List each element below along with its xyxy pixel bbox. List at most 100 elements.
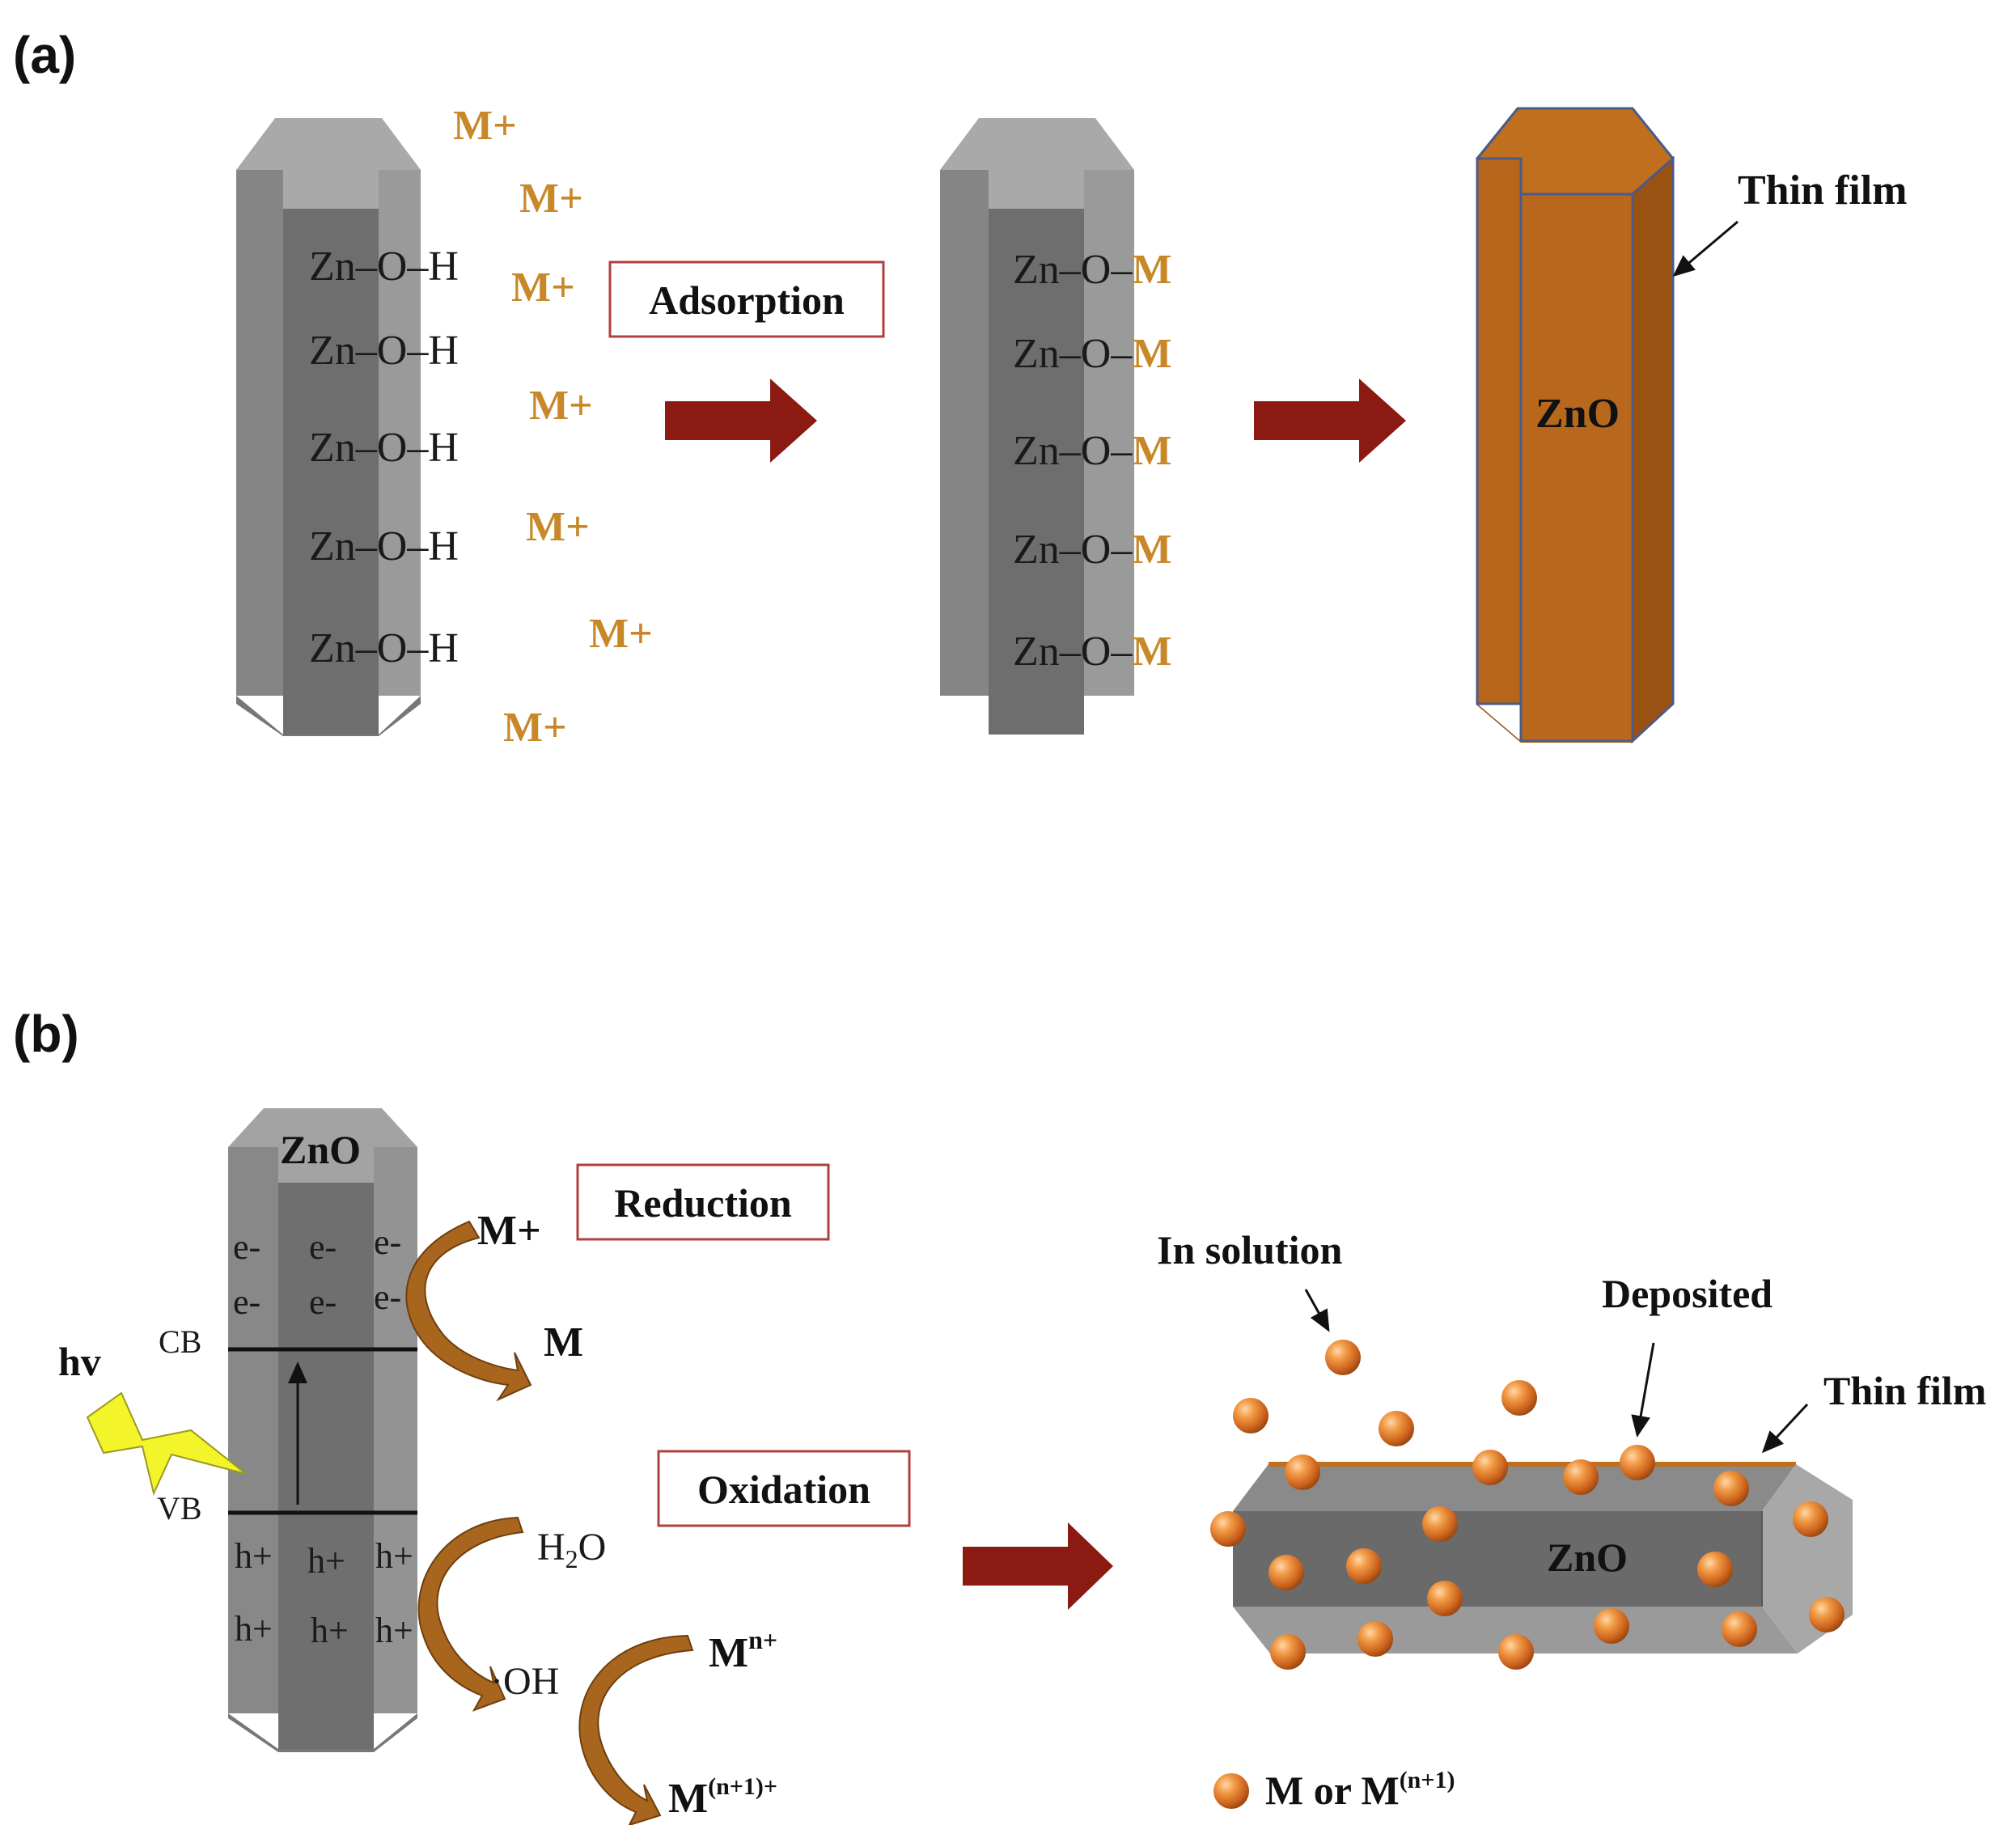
electron: e- <box>374 1222 401 1262</box>
reduction-reactant: M+ <box>477 1208 541 1254</box>
rod-top-face <box>1233 1464 1796 1511</box>
panel-a-label: (a) <box>13 26 76 84</box>
process-arrow <box>1254 379 1406 463</box>
hole: h+ <box>375 1611 413 1650</box>
bond-label: Zn–O–H <box>309 625 459 671</box>
reduction-label: Reduction <box>614 1180 792 1226</box>
rod-front-face <box>278 1183 374 1749</box>
rod-front-face <box>283 209 379 735</box>
nanoparticle <box>1233 1398 1268 1433</box>
nanoparticle <box>1498 1634 1534 1670</box>
rod-front-face <box>1519 193 1634 743</box>
thin-film-pointer-b <box>1761 1403 1809 1454</box>
nanoparticles <box>1210 1340 1844 1670</box>
nanoparticle <box>1563 1459 1599 1495</box>
nanoparticle <box>1427 1581 1463 1616</box>
metal-ion: M+ <box>529 383 593 429</box>
hydroxyl-bonds: Zn–O–H Zn–O–H Zn–O–H Zn–O–H Zn–O–H <box>309 243 459 671</box>
metal-ion: M+ <box>519 176 583 222</box>
zno-rod-adsorbed <box>940 118 1134 735</box>
nanoparticle <box>1713 1471 1749 1506</box>
metal-ion: M+ <box>589 611 653 657</box>
in-solution-label: In solution <box>1157 1227 1342 1272</box>
deposited-pointer <box>1631 1342 1655 1438</box>
hole: h+ <box>235 1536 273 1576</box>
horizontal-rod-zno-label: ZnO <box>1547 1535 1628 1580</box>
bond-label: Zn–O–M <box>1013 428 1171 474</box>
hole: h+ <box>235 1609 273 1649</box>
bond-label: Zn–O–M <box>1013 331 1171 377</box>
rod-right-face <box>1631 155 1675 744</box>
bond-label: Zn–O–M <box>1013 247 1171 293</box>
hole: h+ <box>375 1536 413 1576</box>
nanoparticle <box>1472 1450 1508 1485</box>
in-solution-pointer <box>1304 1289 1330 1332</box>
metal-ions-in-solution: M+ M+ M+ M+ M+ M+ M+ <box>453 103 653 751</box>
nanoparticle <box>1346 1548 1382 1584</box>
hole: h+ <box>307 1541 345 1581</box>
zno-band-rod <box>228 1108 417 1752</box>
nanoparticle <box>1422 1506 1458 1542</box>
oxidation-curve-arrow <box>417 1516 524 1712</box>
bond-label: Zn–O–H <box>309 523 459 570</box>
legend: M or M(n+1) <box>1213 1767 1455 1813</box>
electrons: e- e- e- e- e- e- <box>233 1222 401 1322</box>
rod-left-face <box>940 170 989 696</box>
hydroxyl-radical: ·OH <box>490 1660 559 1703</box>
rod-right-face <box>374 1147 417 1713</box>
rod-left-face <box>228 1147 278 1713</box>
zno-rod-coated <box>1475 107 1675 744</box>
bond-label: Zn–O–H <box>309 425 459 471</box>
electron: e- <box>233 1282 260 1322</box>
bond-label: Zn–O–H <box>309 243 459 290</box>
rod-right-face <box>379 170 421 696</box>
bond-label: Zn–O–H <box>309 328 459 374</box>
metal-reactant: Mn+ <box>709 1625 777 1676</box>
nanoparticle <box>1809 1597 1844 1632</box>
zno-rod-horizontal <box>1233 1462 1853 1654</box>
nanoparticle <box>1594 1608 1629 1644</box>
rod-left-face <box>236 170 283 696</box>
reduction-curve-arrow <box>405 1220 532 1402</box>
electron: e- <box>309 1282 337 1322</box>
metal-ion: M+ <box>511 265 575 311</box>
nanoparticle <box>1793 1501 1828 1537</box>
metal-ion: M+ <box>503 705 567 751</box>
rod-front-face <box>989 209 1084 735</box>
nanoparticle <box>1697 1552 1733 1587</box>
holes: h+ h+ h+ h+ h+ h+ <box>235 1536 413 1650</box>
legend-marker <box>1213 1773 1249 1809</box>
metal-oxidation-curve-arrow <box>578 1634 694 1825</box>
metal-ion: M+ <box>453 103 517 149</box>
nanoparticle <box>1285 1454 1320 1490</box>
bond-label: Zn–O–M <box>1013 527 1171 573</box>
nanoparticle <box>1722 1611 1757 1647</box>
oxidation-reactant: H2O <box>537 1526 606 1573</box>
thin-film-label: Thin film <box>1738 167 1908 214</box>
reduction-box <box>576 1163 830 1241</box>
nanoparticle <box>1270 1634 1306 1670</box>
metal-product: M(n+1)+ <box>668 1773 777 1822</box>
nanoparticle <box>1620 1445 1655 1480</box>
nanoparticle <box>1379 1411 1414 1446</box>
oxidation-label: Oxidation <box>697 1467 870 1512</box>
reduction-product: M <box>544 1319 583 1366</box>
thin-film-pointer <box>1672 220 1739 277</box>
rod-left-face <box>1476 157 1523 705</box>
process-arrow <box>963 1522 1113 1610</box>
nanoparticle <box>1501 1380 1537 1416</box>
photon-label: hv <box>58 1339 101 1384</box>
coated-rod-zno-label: ZnO <box>1535 391 1620 437</box>
legend-label: M or M(n+1) <box>1265 1767 1455 1813</box>
oxidation-box <box>657 1450 911 1527</box>
zno-rod-hydroxyl <box>236 118 421 736</box>
nanoparticle <box>1210 1511 1246 1547</box>
deposited-label: Deposited <box>1602 1271 1772 1316</box>
cb-label: CB <box>159 1323 201 1360</box>
vb-label: VB <box>157 1490 202 1526</box>
rod-front-face <box>1233 1511 1762 1607</box>
lightning-icon <box>86 1391 247 1497</box>
thin-film-label-b: Thin film <box>1823 1368 1986 1413</box>
adsorption-box <box>608 260 885 338</box>
